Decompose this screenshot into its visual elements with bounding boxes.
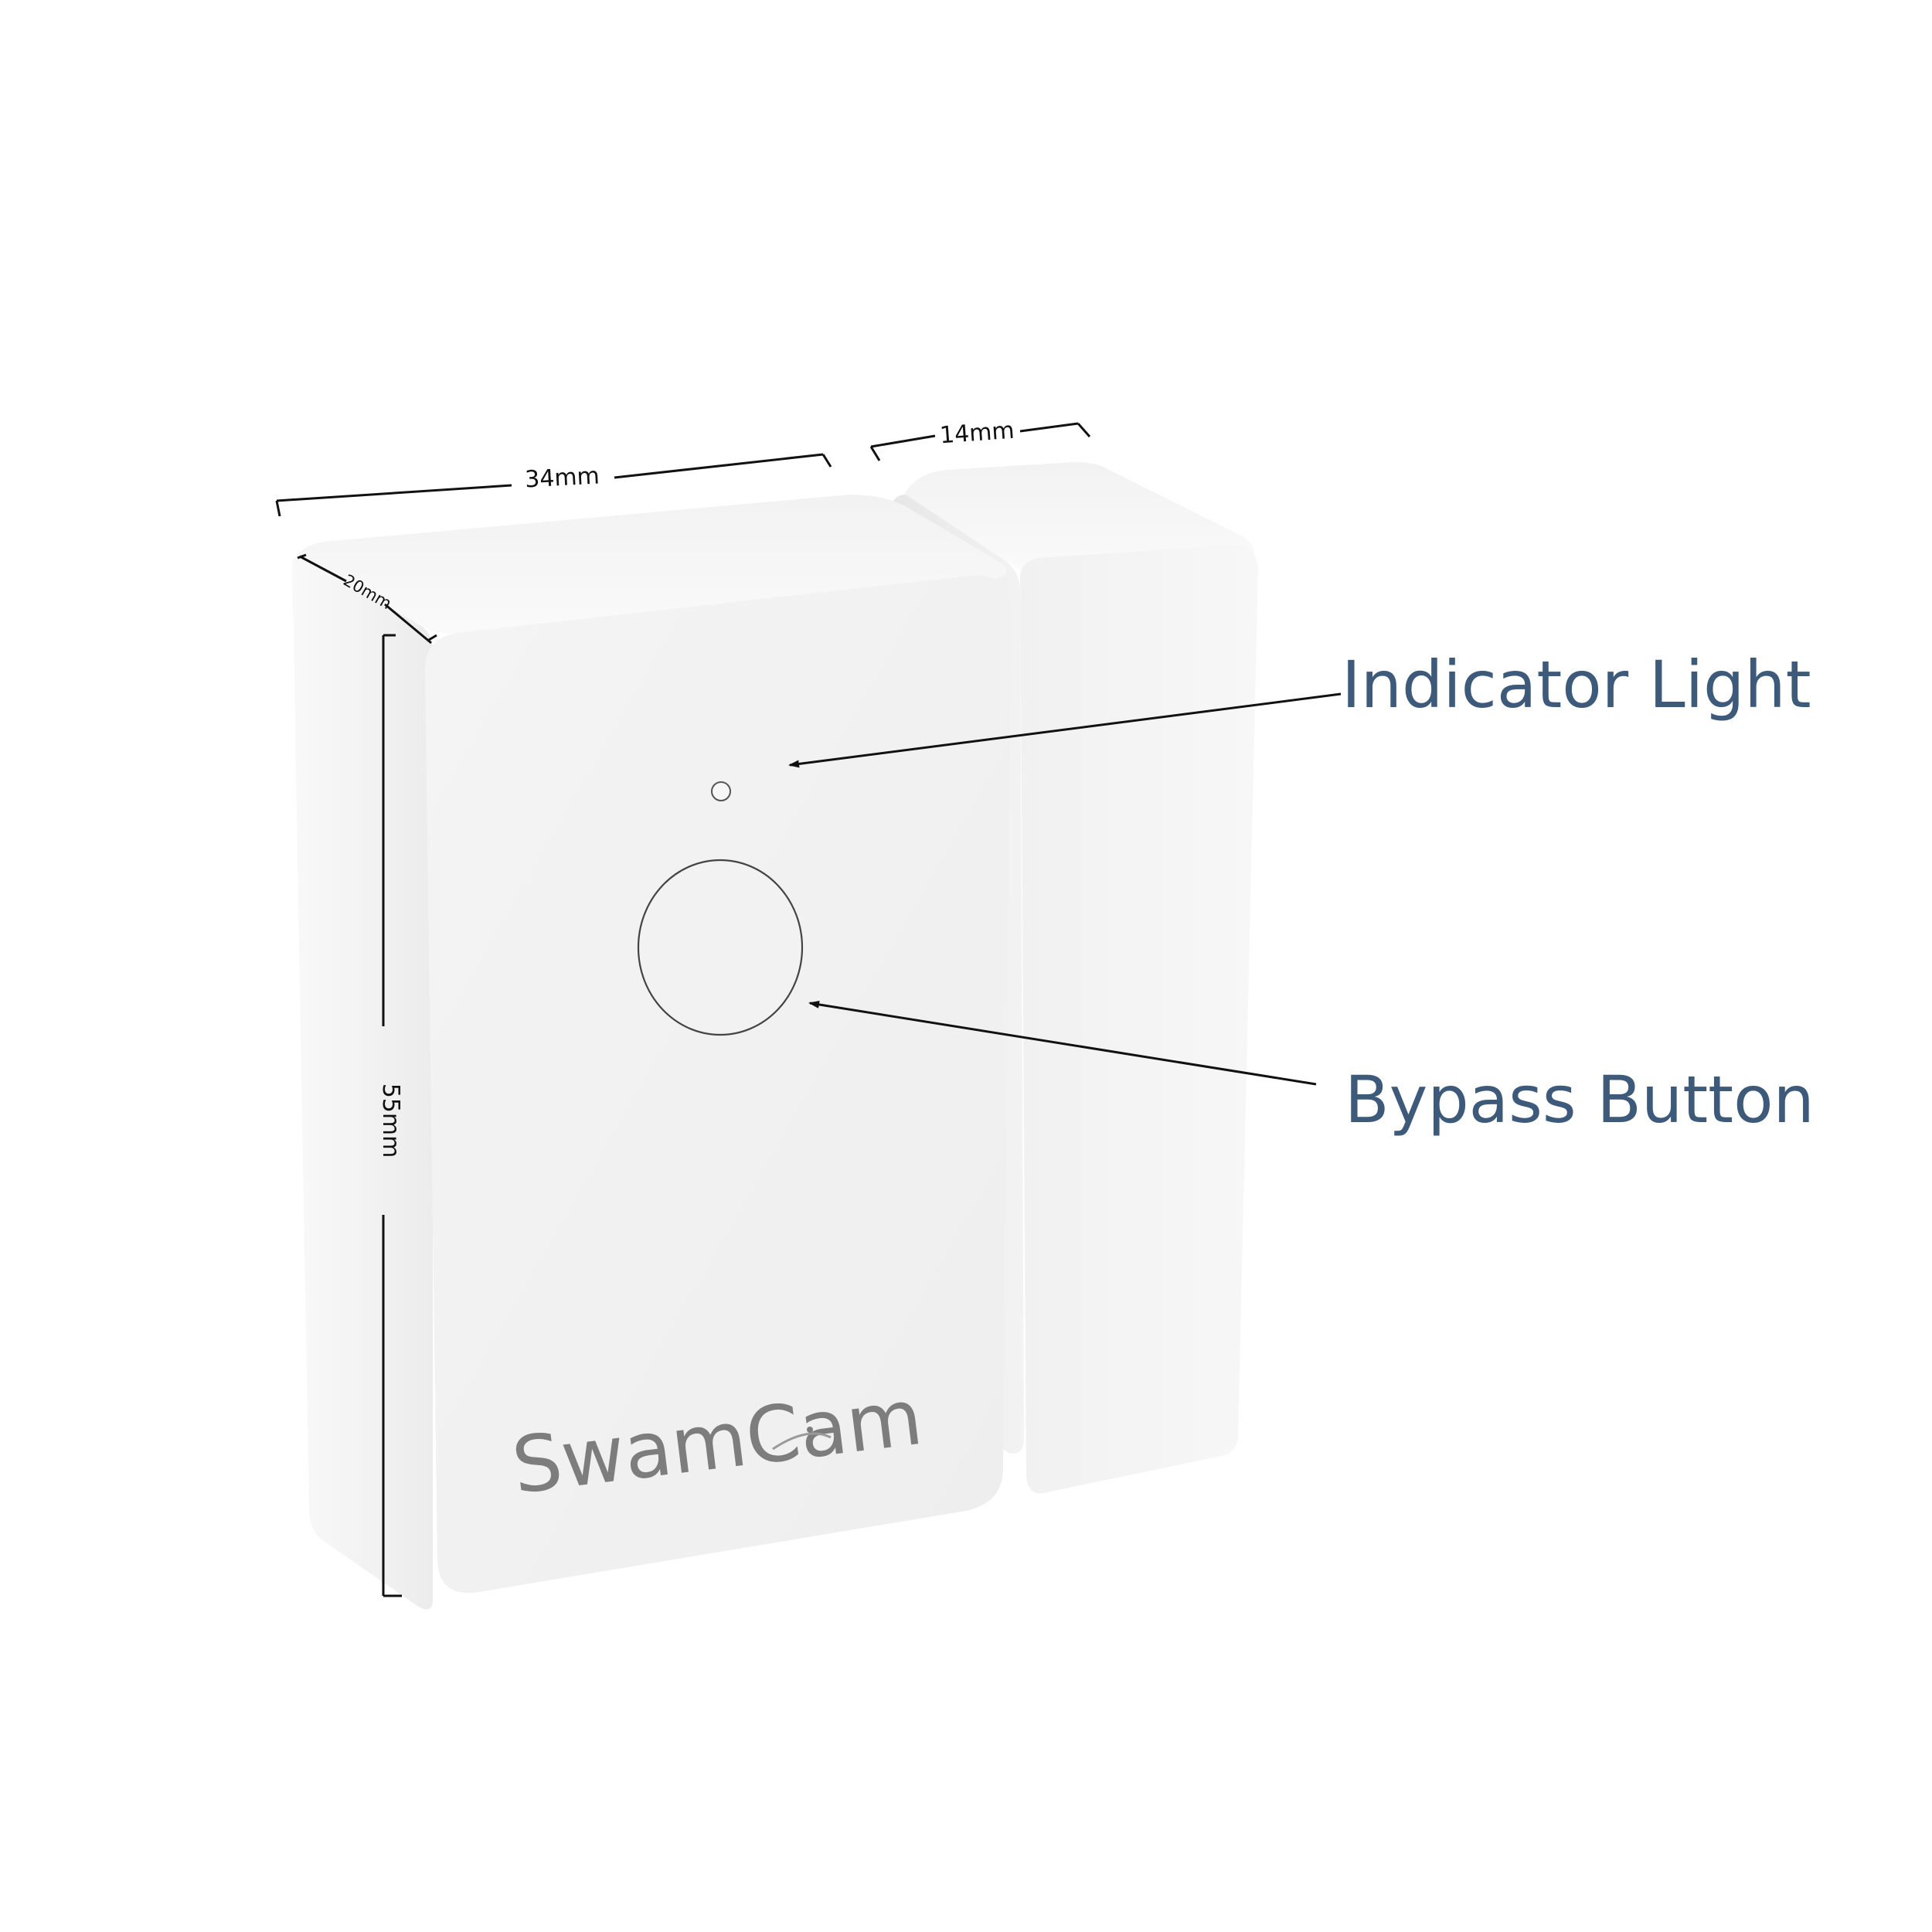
magnet-top-face [904, 462, 1254, 572]
width-dimension-tick-left [275, 500, 281, 517]
magnet-dimension-line-left [870, 434, 936, 448]
brand-dot-icon [807, 1427, 813, 1433]
dimension-lines [275, 422, 1091, 1597]
depth-dimension-tick-top [297, 553, 307, 560]
sensor-body: SwamCam [292, 495, 1011, 1610]
width-dimension-label: 34mm [524, 463, 600, 494]
indicator-light [711, 781, 731, 801]
depth-dimension-tick-bottom [428, 634, 437, 641]
bypass-button-arrow [808, 1000, 1317, 1086]
sensor-top-face [292, 495, 1007, 634]
width-dimension-line-left [276, 484, 512, 502]
depth-dimension-line-top [299, 555, 347, 583]
callout-arrows [788, 692, 1342, 1086]
width-dimension-tick-right [821, 454, 832, 468]
indicator-light-label: Indicator Light [1342, 647, 1811, 723]
magnet-front-face [1020, 545, 1258, 1494]
height-dimension-label: 55mm [377, 1083, 404, 1158]
sensor-side-face [292, 556, 433, 1610]
depth-dimension-line-bottom [384, 603, 432, 645]
magnet-dimension-label: 14mm [939, 417, 1015, 450]
bypass-button-label: Bypass Button [1345, 1062, 1815, 1138]
brand-swoosh-icon [772, 1432, 832, 1451]
indicator-light-arrow [788, 692, 1342, 768]
magnet-dimension-line-right [1019, 422, 1079, 433]
magnet-dimension-tick-left [869, 446, 881, 461]
bypass-button[interactable] [637, 859, 804, 1036]
width-dimension-line-right [614, 453, 824, 479]
sensor-front-face [424, 575, 1011, 1594]
magnet-dimension-tick-right [1077, 423, 1091, 437]
